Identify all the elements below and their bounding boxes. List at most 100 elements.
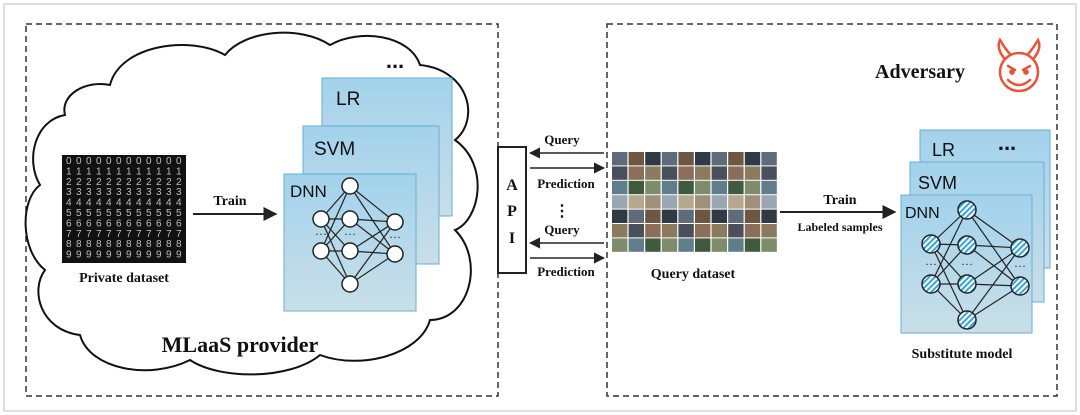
mnist-glyph: 1 — [176, 166, 182, 177]
mnist-glyph: 2 — [66, 177, 72, 188]
thumbnail-image — [612, 180, 628, 195]
mnist-glyph: 0 — [146, 156, 152, 167]
network-edge — [966, 209, 1021, 249]
thumbnail-image — [695, 152, 711, 166]
mnist-glyph: 8 — [136, 239, 142, 250]
mnist-glyph: 2 — [76, 177, 82, 188]
thumbnail-image — [728, 195, 744, 209]
mnist-glyph: 5 — [106, 208, 112, 219]
api-vertical-ellipsis: ⋮ — [554, 203, 570, 220]
thumbnail-image — [678, 195, 694, 209]
thumbnail-image — [678, 209, 694, 223]
thumbnail-image — [645, 166, 661, 180]
mnist-glyph: 5 — [146, 208, 152, 219]
mnist-glyph: 0 — [76, 156, 82, 167]
layer-ellipsis: ··· — [315, 227, 327, 241]
thumbnail-image — [744, 180, 761, 195]
mnist-glyph: 3 — [126, 187, 132, 198]
thumbnail-image — [645, 195, 661, 209]
mnist-glyph: 1 — [86, 166, 92, 177]
thumbnail-image — [728, 152, 744, 166]
mnist-glyph: 6 — [96, 218, 102, 229]
mnist-glyph: 3 — [96, 187, 102, 198]
mnist-glyph: 5 — [96, 208, 102, 219]
thumbnail-image — [695, 180, 711, 195]
adversary-panel — [606, 23, 1058, 397]
api-letter-a: A — [506, 177, 518, 194]
layer-ellipsis: ··· — [1014, 259, 1026, 273]
thumbnail-image — [711, 238, 727, 252]
thumbnail-image — [744, 224, 761, 238]
mnist-glyph: 2 — [96, 177, 102, 188]
thumbnail-image — [678, 166, 694, 180]
mnist-glyph: 0 — [116, 156, 122, 167]
mnist-glyph: 7 — [106, 229, 112, 240]
thumbnail-image — [628, 166, 644, 180]
query-dataset-label: Query dataset — [651, 267, 736, 282]
mnist-glyph: 4 — [116, 198, 122, 209]
substitute-model-stack: LR SVM DNN ... — [900, 129, 1051, 334]
thumbnail-image — [661, 195, 678, 209]
thumbnail-image — [661, 152, 678, 166]
layer-ellipsis: ··· — [344, 227, 356, 241]
mnist-glyph: 2 — [116, 177, 122, 188]
adversary-more-ellipsis: ... — [998, 130, 1016, 155]
thumbnail-image — [612, 209, 628, 223]
network-edge — [349, 221, 396, 252]
adversary-model-svm: SVM — [918, 173, 957, 193]
thumbnail-image — [711, 180, 727, 195]
mnist-glyph: 5 — [76, 208, 82, 219]
mnist-glyph: 5 — [176, 208, 182, 219]
provider-more-ellipsis: ... — [386, 48, 404, 73]
mnist-glyph: 6 — [66, 218, 72, 229]
mnist-glyph: 3 — [156, 187, 162, 198]
mnist-glyph: 3 — [176, 187, 182, 198]
mnist-glyph: 1 — [76, 166, 82, 177]
mnist-glyph: 7 — [126, 229, 132, 240]
substitute-dnn-network: ········· — [921, 200, 1030, 330]
thumbnail-image — [661, 224, 678, 238]
network-node — [957, 274, 977, 294]
mnist-glyph: 9 — [166, 250, 172, 261]
network-node — [957, 235, 977, 255]
query-label-bottom: Query — [544, 222, 580, 237]
mnist-glyph: 4 — [136, 198, 142, 209]
mnist-glyph: 5 — [66, 208, 72, 219]
thumbnail-image — [628, 152, 644, 166]
mnist-glyph: 0 — [106, 156, 112, 167]
mnist-glyph: 9 — [146, 250, 152, 261]
mnist-glyph: 8 — [96, 239, 102, 250]
network-edge — [349, 253, 396, 285]
mnist-glyph: 2 — [86, 177, 92, 188]
thumbnail-image — [744, 152, 761, 166]
mnist-glyph: 3 — [106, 187, 112, 198]
mnist-glyph: 7 — [136, 229, 142, 240]
network-edge — [320, 185, 351, 252]
layer-ellipsis: ··· — [961, 257, 973, 271]
network-node — [1010, 238, 1030, 258]
mnist-glyph: 6 — [166, 218, 172, 229]
network-edge — [966, 247, 1021, 321]
mnist-glyph: 0 — [166, 156, 172, 167]
mnist-glyph: 8 — [126, 239, 132, 250]
network-edge — [930, 209, 968, 285]
prediction-label-top: Prediction — [537, 176, 595, 191]
network-node — [921, 274, 941, 294]
mnist-glyph: 8 — [176, 239, 182, 250]
thumbnail-image — [628, 238, 644, 252]
mnist-glyph: 2 — [136, 177, 142, 188]
provider-dnn-network: ········· — [312, 177, 404, 293]
mnist-glyph: 7 — [96, 229, 102, 240]
mnist-glyph: 7 — [86, 229, 92, 240]
mnist-glyph: 5 — [86, 208, 92, 219]
network-node — [312, 242, 330, 260]
adversary-model-dnn: DNN — [905, 205, 940, 222]
mnist-glyph: 0 — [136, 156, 142, 167]
thumbnail-image — [711, 209, 727, 223]
thumbnail-image — [728, 238, 744, 252]
prediction-label-bottom: Prediction — [537, 264, 595, 279]
mnist-glyph: 1 — [66, 166, 72, 177]
thumbnail-image — [711, 166, 727, 180]
mnist-glyph: 6 — [146, 218, 152, 229]
thumbnail-image — [612, 224, 628, 238]
